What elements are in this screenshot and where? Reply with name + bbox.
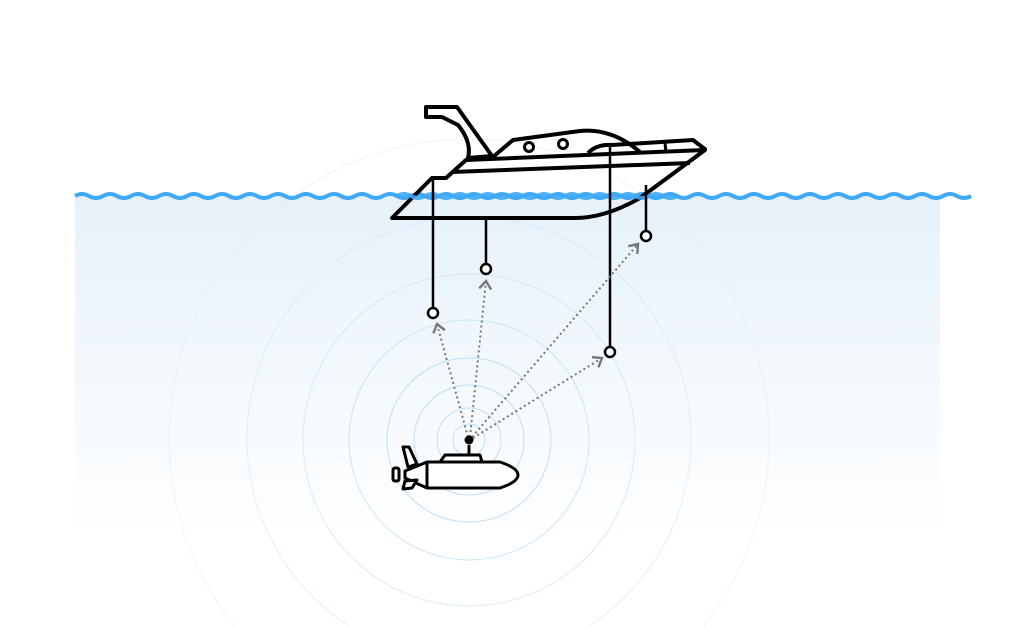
- sonar-wave-icon: [413, 384, 525, 496]
- sonar-wave-icon: [348, 319, 590, 561]
- sensor-buoy-icon: [639, 229, 653, 243]
- sensor-buoys: [426, 145, 653, 359]
- boat-icon: [390, 105, 708, 220]
- signal-paths: [432, 242, 640, 439]
- sensor-buoy-icon: [603, 345, 617, 359]
- sensor-buoy-icon: [426, 306, 440, 320]
- sonar-wave-icon: [386, 357, 552, 523]
- submarine-icon: [391, 435, 520, 491]
- sonar-wave-icon: [302, 273, 636, 607]
- sensor-buoy-icon: [479, 262, 493, 276]
- water-overlay-line: [396, 192, 678, 200]
